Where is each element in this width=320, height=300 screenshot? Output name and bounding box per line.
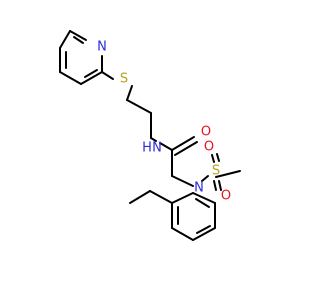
- molecule-structure: N S N H O S O O N: [0, 0, 300, 300]
- bond: [192, 192, 216, 204]
- double-bond-inner: [73, 36, 84, 44]
- bond: [192, 227, 216, 241]
- bond: [211, 154, 215, 163]
- pyridine-nitrogen-label: N: [97, 40, 107, 55]
- sulfonyl-oxygen-upper-label: O: [204, 140, 214, 155]
- double-bond: [174, 141, 198, 156]
- bond: [171, 136, 195, 151]
- bond: [171, 192, 194, 204]
- thioether-sulfur-label: S: [120, 72, 128, 87]
- bond: [69, 30, 87, 41]
- bond: [159, 142, 173, 151]
- bond: [149, 190, 173, 204]
- canvas-background: [0, 0, 300, 300]
- double-bond-inner: [195, 198, 210, 208]
- bond: [101, 71, 114, 80]
- pyridine-ring: [59, 30, 103, 85]
- amide-nitrogen-label: N: [152, 141, 162, 156]
- bond: [213, 180, 217, 191]
- amide-hydrogen-label: H: [142, 141, 152, 156]
- phenyl-ring: [171, 192, 216, 241]
- double-bond: [216, 153, 220, 162]
- amide-group: [159, 136, 198, 187]
- ethyl-group: [129, 190, 173, 204]
- bond: [80, 71, 103, 85]
- double-bond-inner: [196, 225, 211, 234]
- bond: [171, 175, 194, 187]
- bond: [201, 175, 209, 182]
- bond: [59, 30, 71, 49]
- sulfonyl-group: [201, 153, 241, 191]
- bond: [126, 99, 152, 114]
- bond: [59, 71, 82, 85]
- double-bond: [218, 180, 222, 191]
- bond: [150, 137, 157, 142]
- thioether-chain: [101, 71, 157, 142]
- sulfonyl-sulfur-label: S: [212, 164, 220, 179]
- bond: [126, 85, 133, 101]
- sulfonamide-nitrogen-label: N: [194, 181, 204, 196]
- carbonyl-oxygen-label: O: [201, 125, 211, 140]
- bond: [129, 190, 151, 204]
- bond: [171, 227, 194, 241]
- double-bond-inner: [84, 69, 98, 78]
- bond: [215, 170, 241, 178]
- sulfonyl-oxygen-lower-label: O: [221, 189, 231, 204]
